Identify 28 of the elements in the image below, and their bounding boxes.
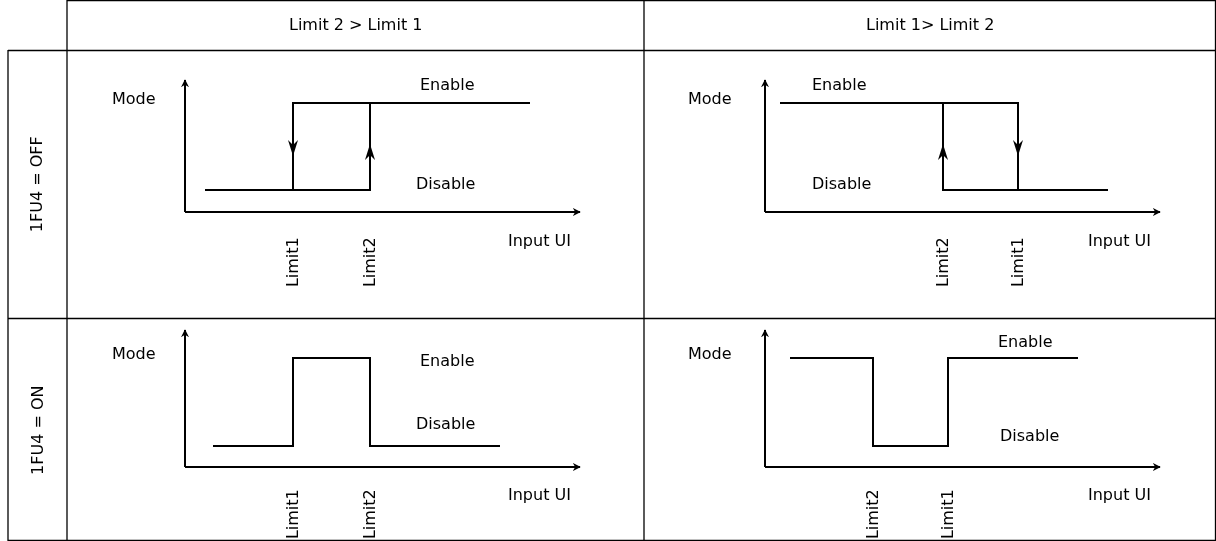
axis-label: Input UI bbox=[1088, 486, 1151, 505]
axis-label: Disable bbox=[416, 175, 476, 194]
axis-label: Input UI bbox=[508, 486, 571, 505]
axis-label: Enable bbox=[420, 352, 475, 371]
axis-label: Mode bbox=[688, 90, 732, 109]
axis-label: Disable bbox=[812, 175, 872, 194]
axis-label: Mode bbox=[112, 90, 156, 109]
tick-label: Limit1 bbox=[283, 237, 303, 288]
axis-label: Enable bbox=[420, 76, 475, 95]
tick-label: Limit2 bbox=[933, 237, 953, 288]
axis-label: Disable bbox=[416, 415, 476, 434]
axis-label: Enable bbox=[998, 333, 1053, 352]
axis-label: Mode bbox=[688, 345, 732, 364]
axis-label: Mode bbox=[112, 345, 156, 364]
tick-label: Limit1 bbox=[938, 489, 958, 540]
column-header: Limit 2 > Limit 1 bbox=[289, 16, 423, 35]
axis-label: Input UI bbox=[508, 232, 571, 251]
tick-label: Limit1 bbox=[283, 489, 303, 540]
axis-label: Disable bbox=[1000, 427, 1060, 446]
tick-label: Limit1 bbox=[1008, 237, 1028, 288]
column-header: Limit 1> Limit 2 bbox=[866, 16, 995, 35]
row-header: 1FU4 = ON bbox=[28, 385, 47, 475]
axis-label: Enable bbox=[812, 76, 867, 95]
axis-label: Input UI bbox=[1088, 232, 1151, 251]
tick-label: Limit2 bbox=[360, 489, 380, 540]
row-header: 1FU4 = OFF bbox=[27, 136, 47, 233]
tick-label: Limit2 bbox=[360, 237, 380, 288]
tick-label: Limit2 bbox=[863, 489, 883, 540]
